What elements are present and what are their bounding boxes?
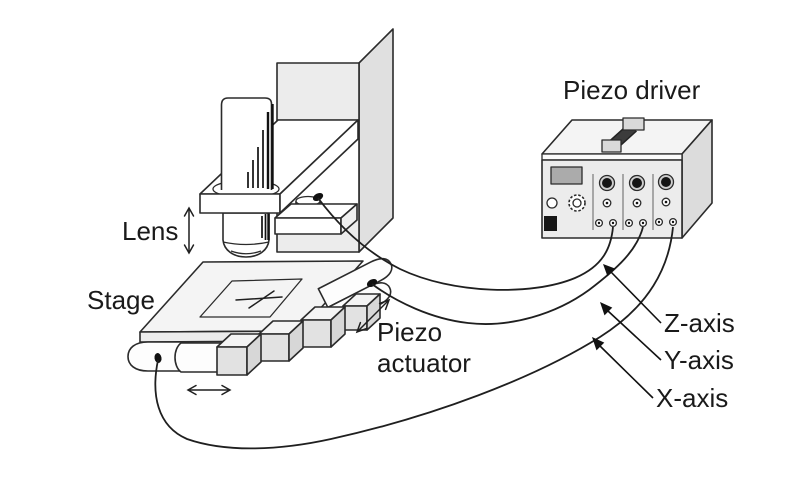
driver-display <box>550 166 583 185</box>
step-cube-2 <box>258 320 304 362</box>
x-cylinder-back <box>174 342 223 373</box>
driver-lid-edge <box>541 153 683 161</box>
lens-motion-lines-lower <box>261 213 270 240</box>
step-cube-1 <box>216 333 262 376</box>
lens-motion-lines <box>247 104 274 189</box>
thumbwheel-knob-center <box>572 198 582 208</box>
bracket-right-face <box>279 119 359 214</box>
objective-glass-edge <box>230 250 262 255</box>
power-switch <box>544 216 557 231</box>
lower-shelf-front <box>274 217 342 235</box>
stage-label: Stage <box>87 285 155 315</box>
lens-assembly <box>199 97 359 258</box>
objective-seam <box>222 241 270 246</box>
stage-x-motion-arrow <box>186 384 232 396</box>
channel-z-knob <box>598 174 616 192</box>
y-axis-label: Y-axis <box>664 345 734 375</box>
x-actuator-cylinders <box>127 341 223 373</box>
piezo-driver-box <box>541 117 713 239</box>
step-cube-4 <box>342 293 381 331</box>
lens-tube-upper <box>220 97 273 190</box>
sample-area <box>199 278 303 318</box>
output-jacks <box>594 217 678 228</box>
cables <box>154 197 674 450</box>
bracket-front-face <box>199 193 281 214</box>
handle-foot-left <box>601 139 622 153</box>
channel-knobs <box>598 173 675 192</box>
channel-dividers <box>592 174 654 230</box>
indicator-lamp <box>546 197 558 209</box>
stage <box>127 257 393 376</box>
channel-y-knob <box>628 174 646 192</box>
y-axis-pointer <box>600 302 662 361</box>
sample-cross-mark <box>235 290 283 309</box>
monitor-jacks <box>602 197 671 208</box>
axis-pointer-arrows <box>592 264 662 399</box>
driver-handle <box>601 117 645 153</box>
motion-arrows <box>183 206 391 396</box>
z-axis-label: Z-axis <box>664 308 735 338</box>
wire-y <box>371 226 644 325</box>
handle-foot-right <box>622 117 645 131</box>
column-side-face <box>358 28 394 253</box>
lens-label: Lens <box>122 216 178 246</box>
piezo-driver-title: Piezo driver <box>563 75 701 105</box>
lower-shelf <box>274 203 358 235</box>
wire-z <box>317 197 614 291</box>
channel-x-knob <box>657 173 675 191</box>
z-axis-pointer <box>603 264 662 324</box>
piezo-actuator-label-line1: Piezo <box>377 317 442 347</box>
z-wire-terminal-dot <box>312 192 324 202</box>
x-axis-pointer <box>592 337 654 399</box>
stage-y-motion-arrow <box>355 298 391 334</box>
piezo-stack-steps <box>216 293 381 376</box>
lens-motion-arrow <box>183 206 195 255</box>
lens-objective <box>222 212 270 258</box>
piezo-actuator-label-line2: actuator <box>377 348 471 378</box>
x-wire-terminal-dot <box>154 353 162 363</box>
lower-shelf-right <box>340 203 358 235</box>
wire-x <box>154 226 674 450</box>
x-axis-label: X-axis <box>656 383 728 413</box>
step-cube-3 <box>300 306 346 348</box>
